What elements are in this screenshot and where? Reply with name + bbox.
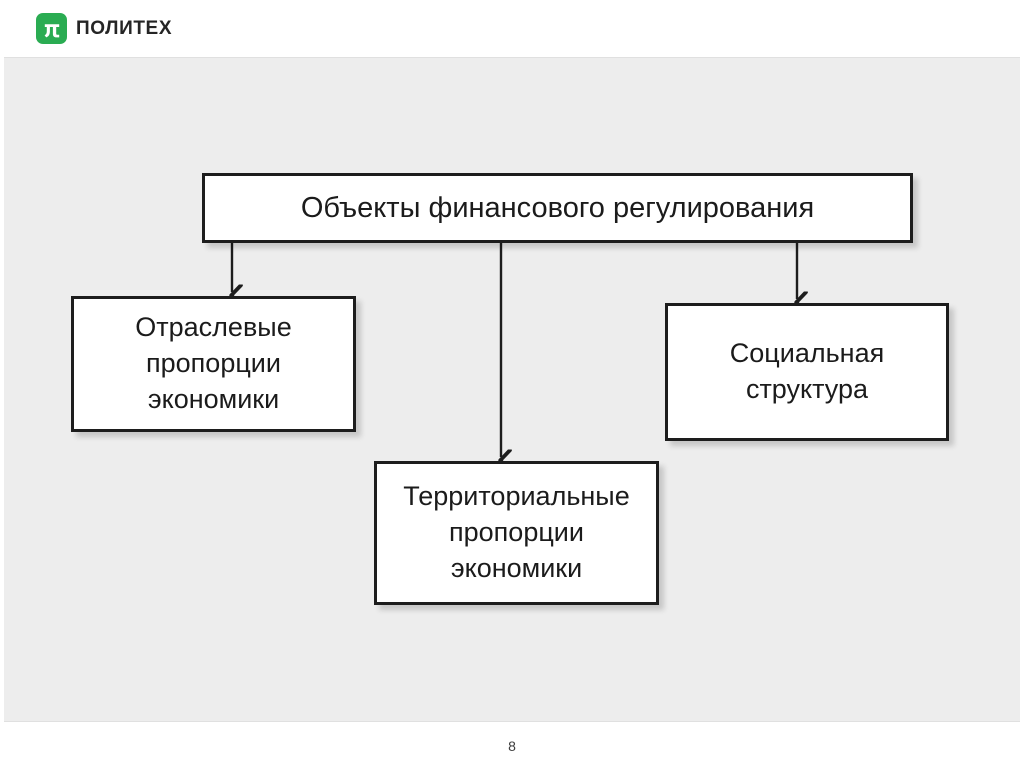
page-header: ПОЛИТЕХ	[0, 0, 1024, 57]
diagram-node-root-label: Объекты финансового регулирования	[300, 191, 815, 224]
diagram-node-branch-left: Отраслевые пропорции экономики	[71, 296, 356, 432]
page-number: 8	[508, 738, 516, 754]
diagram-node-branch-center-label: Территориальные пропорции экономики	[403, 481, 630, 583]
diagram-node-branch-center: Территориальные пропорции экономики	[374, 461, 659, 605]
diagram-node-branch-right-label: Социальная структура	[729, 338, 885, 404]
brand-logo: ПОЛИТЕХ	[36, 13, 172, 44]
page-footer: 8	[0, 722, 1024, 767]
diagram-node-branch-right: Социальная структура	[665, 303, 949, 441]
diagram-node-root: Объекты финансового регулирования	[202, 173, 913, 243]
diagram-node-branch-left-label: Отраслевые пропорции экономики	[135, 312, 292, 414]
slide-canvas: Объекты финансового регулирования Отрасл…	[4, 57, 1020, 722]
pi-logo-icon	[36, 13, 67, 44]
brand-name: ПОЛИТЕХ	[76, 18, 173, 39]
